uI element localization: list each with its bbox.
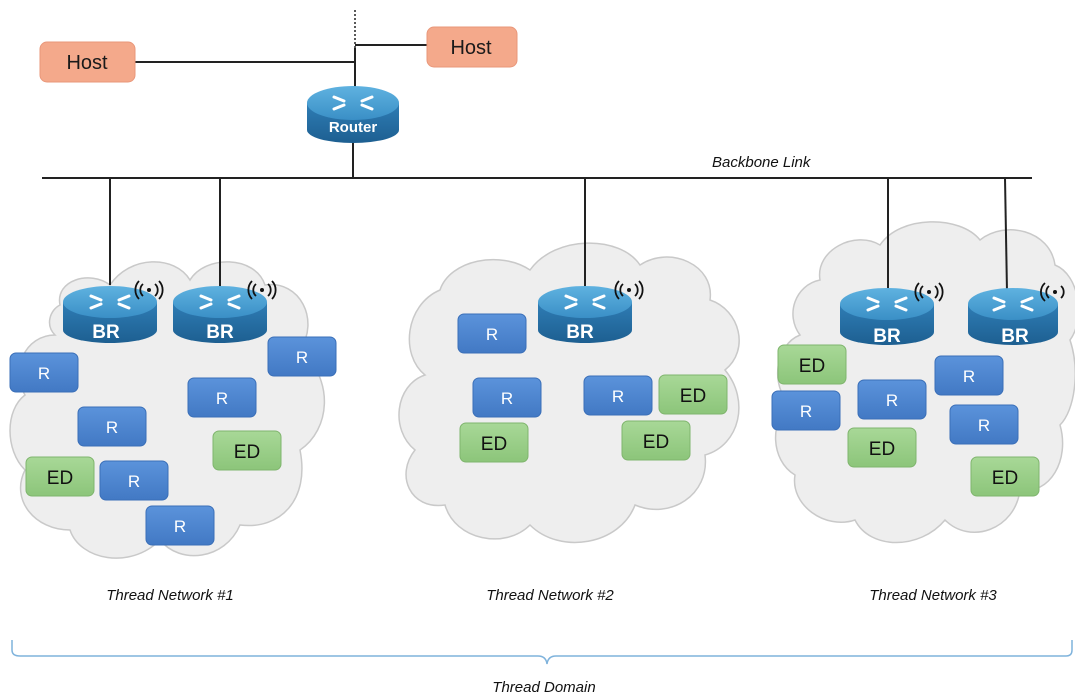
end-device-node: ED [621,420,691,461]
router-node: R [99,460,169,501]
network-2-caption: Thread Network #2 [486,587,614,604]
wifi-icon [914,282,944,302]
border-router-3a: BR [840,282,944,347]
router-node: R [472,377,542,418]
router-node: R [145,505,215,546]
router-node: R [857,379,927,420]
router-node: R [771,390,841,431]
router-label: Router [329,119,377,136]
end-device-label: ED [799,356,825,377]
end-device-label: ED [481,434,507,455]
br-arrows-icon [992,296,1034,312]
border-router-1b: BR [173,280,277,343]
end-device-node: ED [847,427,917,468]
router-node-label: R [296,348,308,367]
domain-label: Thread Domain [492,679,595,696]
router-node-label: R [501,389,513,408]
br-label: BR [566,322,594,343]
router-node: R [187,377,257,418]
border-router-3b: BR [968,282,1065,347]
wifi-icon [247,280,277,300]
backbone-label: Backbone Link [712,154,812,171]
router-node-label: R [886,391,898,410]
br-arrows-icon [564,294,606,310]
br-arrows-icon [866,296,908,312]
end-device-label: ED [680,386,706,407]
router-node-label: R [38,364,50,383]
router-node: R [267,336,337,377]
br-label: BR [206,322,234,343]
wifi-icon [134,280,164,300]
network-1-caption: Thread Network #1 [106,587,234,604]
router-node-label: R [978,416,990,435]
end-device-node: ED [777,344,847,385]
router-node-label: R [128,472,140,491]
border-router-1a: BR [63,280,164,343]
br-label: BR [1001,326,1029,347]
br-label: BR [873,326,901,347]
host-right: Host [426,26,518,68]
end-device-label: ED [643,432,669,453]
br-label: BR [92,322,120,343]
end-device-node: ED [658,374,728,415]
wifi-icon [614,280,644,300]
router-node-label: R [800,402,812,421]
host-left-label: Host [66,52,108,74]
router-node: R [934,355,1004,396]
host-right-label: Host [450,37,492,59]
router-node-label: R [612,387,624,406]
br-arrows-icon [89,294,131,310]
end-device-node: ED [970,456,1040,497]
router-node: R [949,404,1019,445]
router-node: R [9,352,79,393]
end-device-label: ED [234,442,260,463]
br-arrows-icon [199,294,241,310]
end-device-node: ED [212,430,282,471]
end-device-label: ED [869,439,895,460]
domain-brace [11,640,1073,665]
host-left: Host [39,41,136,83]
router-node-label: R [486,325,498,344]
end-device-node: ED [25,456,95,497]
router-node-label: R [216,389,228,408]
end-device-label: ED [47,468,73,489]
router-arrows-icon [332,95,374,111]
router-node-label: R [106,418,118,437]
wifi-icon [1040,282,1065,302]
router-device: Router [307,86,399,143]
border-router-2: BR [538,280,644,343]
network-3-caption: Thread Network #3 [869,587,997,604]
end-device-label: ED [992,468,1018,489]
router-node: R [77,406,147,447]
router-node-label: R [963,367,975,386]
router-node: R [457,313,527,354]
router-node: R [583,375,653,416]
drop-br3b [1004,177,1008,293]
router-node-label: R [174,517,186,536]
end-device-node: ED [459,422,529,463]
